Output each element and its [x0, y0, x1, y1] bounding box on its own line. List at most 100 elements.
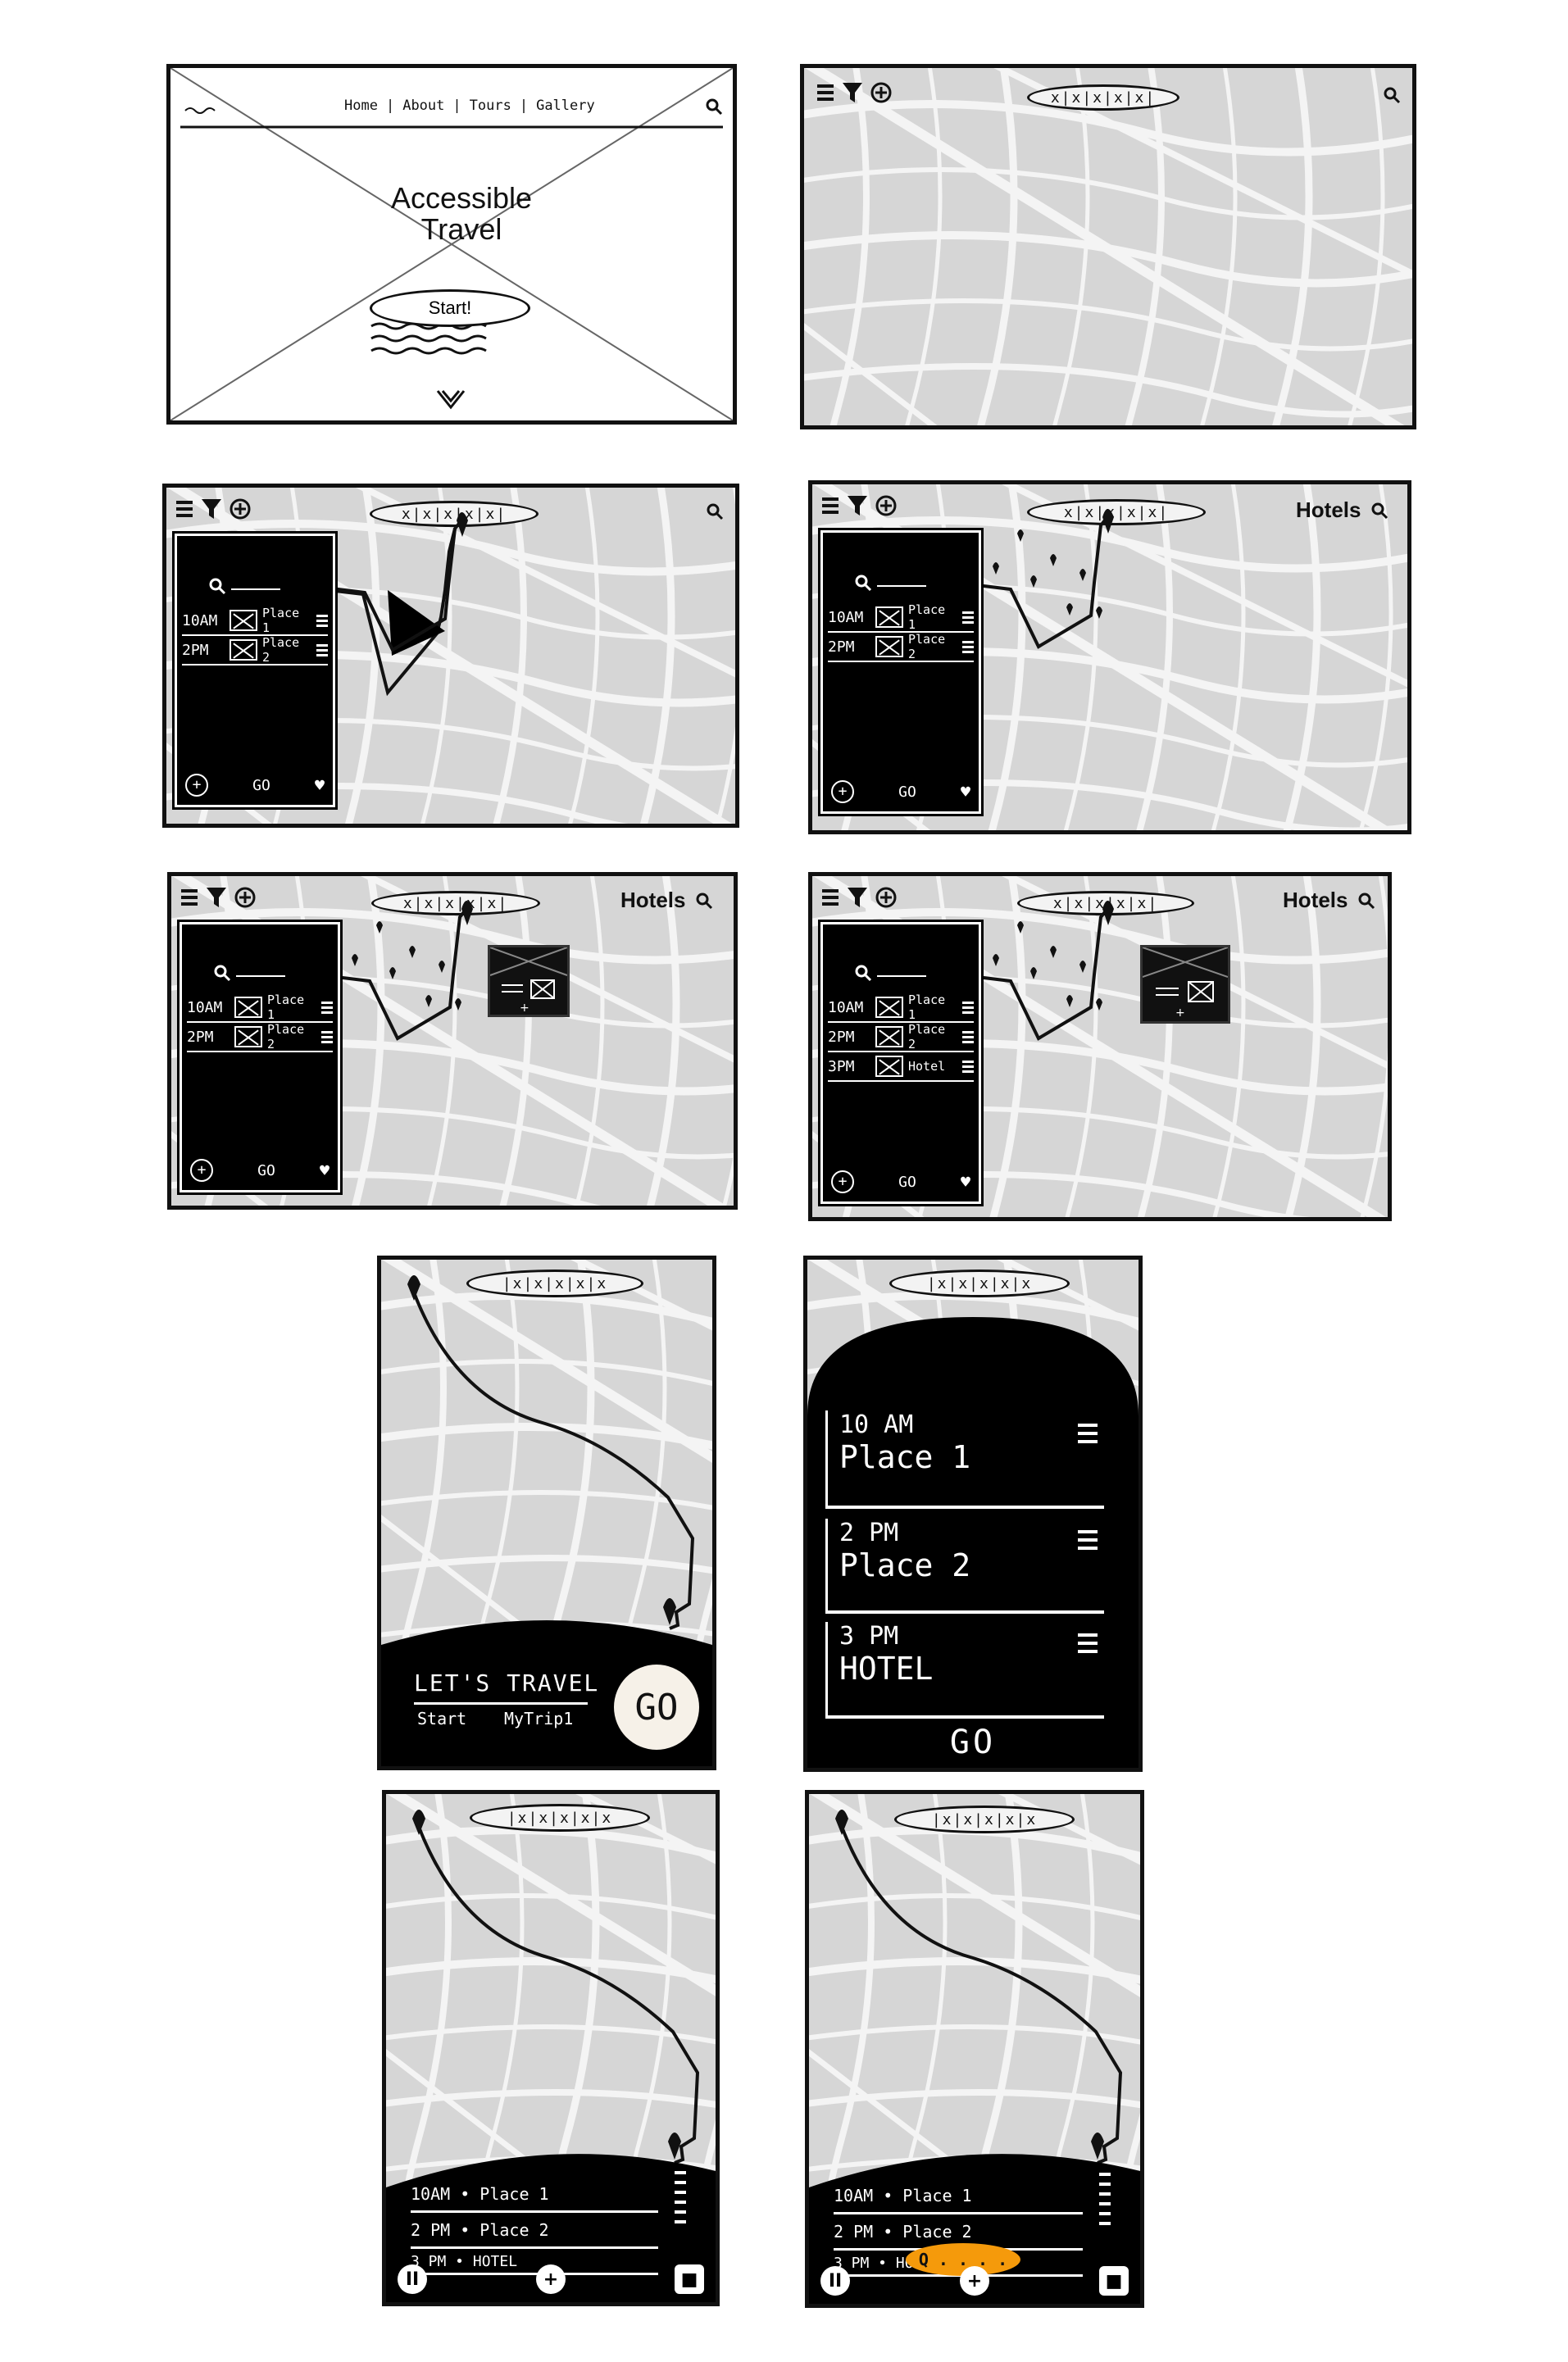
- map-hotels-view[interactable]: x|x|x|x|x| Hotels 10AM Place 1 2PM Place…: [808, 480, 1411, 834]
- filter-icon[interactable]: [847, 886, 868, 909]
- search-icon[interactable]: [1370, 502, 1388, 520]
- list-item[interactable]: 10AM • Place 1: [834, 2179, 1083, 2214]
- add-circle-icon[interactable]: [875, 494, 898, 517]
- stop-icon[interactable]: ■: [1099, 2266, 1129, 2296]
- stop-icon[interactable]: ■: [675, 2264, 704, 2294]
- filter-icon[interactable]: [206, 886, 227, 909]
- add-stop-icon[interactable]: +: [185, 774, 208, 797]
- menu-icon[interactable]: [816, 82, 835, 103]
- search-icon[interactable]: [1383, 86, 1401, 104]
- search-pill[interactable]: x|x|x|x|x|: [1027, 499, 1206, 525]
- search-pill[interactable]: |x|x|x|x|x: [889, 1270, 1070, 1297]
- heart-icon[interactable]: ♥: [319, 1161, 330, 1180]
- search-input[interactable]: [877, 975, 926, 977]
- add-stop-icon[interactable]: +: [831, 780, 854, 803]
- drag-handle-icon[interactable]: [962, 1001, 974, 1014]
- list-item[interactable]: 2 PM Place 2: [825, 1519, 1104, 1614]
- filter-icon[interactable]: [847, 494, 868, 517]
- list-item[interactable]: 10AM Place 1: [828, 602, 974, 633]
- mobile-navigation-screen[interactable]: |x|x|x|x|x 10AM • Place 1 2 PM • Place 2…: [382, 1790, 720, 2306]
- filter-icon[interactable]: [842, 81, 863, 104]
- menu-icon[interactable]: [820, 495, 840, 516]
- map-view[interactable]: x|x|x|x|x|: [800, 64, 1416, 429]
- search-input[interactable]: [231, 588, 280, 590]
- menu-icon[interactable]: [820, 887, 840, 908]
- drag-handle-icon[interactable]: [962, 1060, 974, 1073]
- filter-icon[interactable]: [201, 497, 222, 520]
- search-pill[interactable]: x|x|x|x|x|: [371, 891, 540, 915]
- add-circle-icon[interactable]: [234, 886, 257, 909]
- add-icon[interactable]: +: [960, 2266, 989, 2296]
- pause-icon[interactable]: II: [398, 2264, 427, 2294]
- drag-handle-icon[interactable]: [321, 1030, 333, 1043]
- list-item[interactable]: 10AM Place 1: [828, 992, 974, 1023]
- list-item[interactable]: 2PM Place 2: [187, 1022, 333, 1052]
- map-itinerary-view[interactable]: x|x|x|x|x| 10AM Place 1 2PM Place 2 + GO…: [162, 484, 739, 828]
- mobile-itinerary-screen[interactable]: |x|x|x|x|x 10 AM Place 1 2 PM Place 2 3 …: [803, 1256, 1143, 1772]
- go-button[interactable]: GO: [949, 1724, 997, 1761]
- drag-handle-icon[interactable]: [962, 611, 974, 624]
- heart-icon[interactable]: ♥: [314, 775, 325, 795]
- add-circle-icon[interactable]: [229, 497, 252, 520]
- add-stop-icon[interactable]: +: [831, 1170, 854, 1193]
- go-button[interactable]: GO: [614, 1665, 699, 1750]
- list-item[interactable]: 3 PM HOTEL: [825, 1622, 1104, 1719]
- hotel-preview-card[interactable]: +: [1140, 945, 1230, 1024]
- add-icon[interactable]: +: [536, 2264, 566, 2294]
- nav-about[interactable]: About: [402, 98, 445, 114]
- search-pill[interactable]: |x|x|x|x|x: [470, 1804, 650, 1832]
- drag-handle-icon[interactable]: [316, 643, 328, 656]
- drag-handle-icon[interactable]: [321, 1001, 333, 1014]
- list-item[interactable]: 2 PM • Place 2: [411, 2214, 658, 2249]
- search-icon[interactable]: [854, 574, 872, 592]
- drag-handle-icon[interactable]: [316, 614, 328, 627]
- map-hotel-added-view[interactable]: x|x|x|x|x| Hotels + 10AM Place 1 2PM Pla…: [808, 872, 1392, 1221]
- nav-tours[interactable]: Tours: [469, 98, 511, 114]
- search-icon[interactable]: [705, 98, 723, 116]
- add-stop-icon[interactable]: +: [190, 1159, 213, 1182]
- nav-gallery[interactable]: Gallery: [536, 98, 595, 114]
- add-circle-icon[interactable]: [875, 886, 898, 909]
- search-icon[interactable]: [213, 964, 231, 982]
- go-button[interactable]: GO: [252, 776, 270, 794]
- list-item[interactable]: 3 PM • HOTEL: [411, 2250, 658, 2275]
- search-pill[interactable]: x|x|x|x|x|: [370, 501, 539, 527]
- search-icon[interactable]: [1357, 892, 1375, 910]
- search-icon[interactable]: [706, 502, 724, 520]
- place-search-input[interactable]: Q . . . .: [906, 2243, 1020, 2276]
- list-item[interactable]: 10AM Place 1: [187, 992, 333, 1023]
- mobile-navigation-search-screen[interactable]: |x|x|x|x|x 10AM • Place 1 2 PM • Place 2…: [805, 1790, 1144, 2308]
- go-button[interactable]: GO: [257, 1161, 275, 1179]
- list-item[interactable]: 2PM Place 2: [182, 635, 328, 665]
- list-item[interactable]: 10 AM Place 1: [825, 1410, 1104, 1509]
- search-icon[interactable]: [695, 892, 713, 910]
- search-pill[interactable]: |x|x|x|x|x: [894, 1806, 1075, 1833]
- drag-handle-icon[interactable]: [1078, 1424, 1098, 1443]
- heart-icon[interactable]: ♥: [960, 782, 970, 802]
- drag-handle-icon[interactable]: [962, 640, 974, 653]
- scroll-down-icon[interactable]: [434, 386, 467, 414]
- search-pill[interactable]: x|x|x|x|x|: [1027, 84, 1179, 111]
- list-item[interactable]: 2PM Place 2: [828, 1022, 974, 1052]
- list-item[interactable]: 3PM Hotel: [828, 1052, 974, 1082]
- search-input[interactable]: [236, 975, 285, 977]
- go-button[interactable]: GO: [898, 1173, 916, 1191]
- drag-handle-icon[interactable]: [1078, 1530, 1098, 1550]
- map-hotel-popup-view[interactable]: x|x|x|x|x| Hotels + 10AM Place 1 2PM Pla…: [167, 872, 738, 1210]
- search-input[interactable]: [877, 585, 926, 587]
- menu-icon[interactable]: [175, 498, 194, 520]
- hotel-preview-card[interactable]: +: [488, 945, 570, 1017]
- heart-icon[interactable]: ♥: [960, 1172, 970, 1192]
- start-button[interactable]: Start!: [370, 289, 530, 327]
- mobile-start-screen[interactable]: |x|x|x|x|x LET'S TRAVEL Start MyTrip1 GO: [377, 1256, 716, 1770]
- scroll-indicator[interactable]: [1099, 2173, 1111, 2225]
- search-icon[interactable]: [854, 964, 872, 982]
- go-button[interactable]: GO: [898, 783, 916, 801]
- list-item[interactable]: 10AM • Place 1: [411, 2178, 658, 2213]
- pause-icon[interactable]: II: [820, 2266, 850, 2296]
- search-icon[interactable]: [208, 577, 226, 595]
- search-pill[interactable]: |x|x|x|x|x: [466, 1270, 643, 1297]
- drag-handle-icon[interactable]: [962, 1030, 974, 1043]
- menu-icon[interactable]: [180, 887, 199, 908]
- drag-handle-icon[interactable]: [1078, 1633, 1098, 1653]
